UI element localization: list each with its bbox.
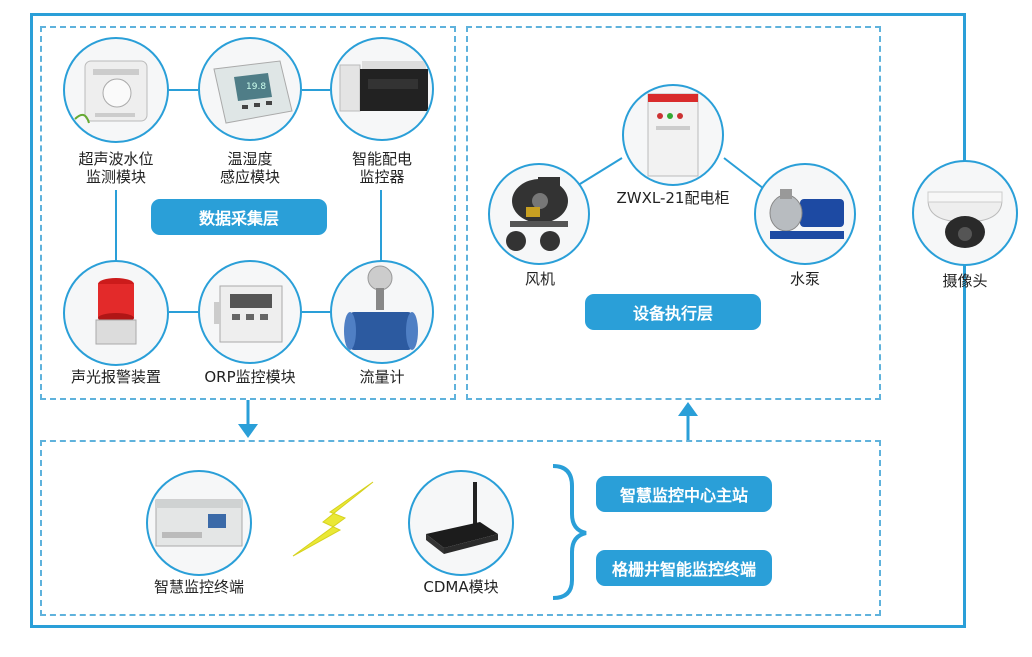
execution-layer-box — [466, 26, 881, 400]
power-monitor-node — [330, 37, 434, 141]
beacon-alarm-node — [63, 260, 169, 366]
controller-unit-icon — [155, 499, 243, 547]
temperature-humidity-node: 19.8 — [198, 37, 302, 141]
down-arrow-icon — [238, 400, 258, 438]
camera-label: 摄像头 — [942, 272, 988, 290]
acquisition-layer-label: 数据采集层 — [151, 199, 327, 235]
orp-meter-icon — [214, 285, 283, 343]
controller-node — [146, 470, 252, 576]
pump-node — [754, 163, 856, 265]
acquisition-layer-box — [40, 26, 456, 400]
centrifugal-fan-icon — [506, 177, 568, 251]
beacon-alarm-label: 声光报警装置 — [70, 368, 161, 386]
outer-frame — [30, 13, 966, 628]
flowmeter-label: 流量计 — [359, 368, 405, 386]
flowmeter-node — [330, 260, 434, 364]
din-rail-power-monitor-icon — [339, 61, 428, 112]
fan-node — [488, 163, 590, 265]
orp-node — [198, 260, 302, 364]
cabinet-node — [622, 84, 724, 186]
dome-camera-icon — [927, 191, 1003, 248]
ultrasonic-sensor-label: 超声波水位监测模块 — [78, 150, 154, 186]
cdma-router-icon — [426, 482, 498, 554]
ultrasonic-level-sensor-icon — [74, 60, 148, 124]
temperature-humidity-label: 温湿度感应模块 — [219, 150, 280, 186]
cabinet-label: ZWXL-21配电柜 — [616, 189, 730, 207]
execution-layer-label: 设备执行层 — [585, 294, 761, 330]
svg-text:19.8: 19.8 — [246, 82, 266, 92]
distribution-cabinet-icon — [647, 93, 699, 177]
controller-label: 智慧监控终端 — [153, 578, 244, 596]
ultrasonic-sensor-node — [63, 37, 169, 143]
monitoring-center-label: 智慧监控中心主站 — [596, 476, 772, 512]
cdma-label: CDMA模块 — [423, 578, 499, 596]
temperature-humidity-display-icon: 19.8 — [213, 60, 293, 124]
electromagnetic-flowmeter-icon — [344, 265, 418, 350]
orp-label: ORP监控模块 — [204, 368, 296, 386]
lightning-bolt-icon — [292, 481, 374, 557]
terminal-layer-box — [40, 440, 881, 616]
grille-well-terminal-label: 格栅井智能监控终端 — [596, 550, 772, 586]
water-pump-icon — [769, 189, 844, 239]
power-monitor-label: 智能配电监控器 — [351, 150, 412, 186]
cdma-node — [408, 470, 514, 576]
brace-icon — [552, 464, 587, 600]
fan-label: 风机 — [524, 270, 555, 288]
pump-label: 水泵 — [789, 270, 820, 288]
camera-node — [912, 160, 1018, 266]
up-arrow-icon — [678, 402, 698, 440]
red-beacon-alarm-icon — [95, 278, 137, 345]
